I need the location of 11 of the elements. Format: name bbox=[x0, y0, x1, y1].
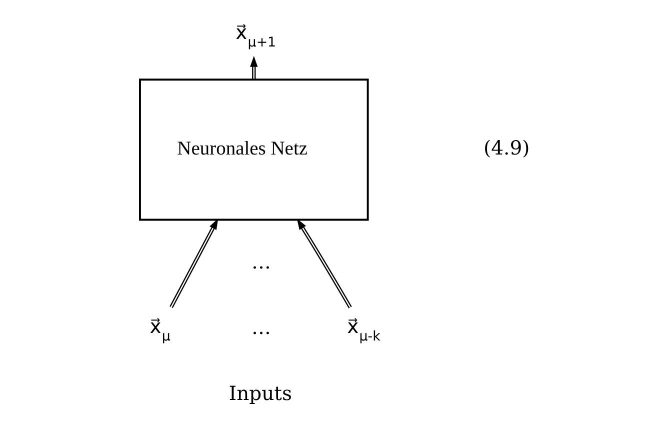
arrow bbox=[170, 218, 218, 308]
node-text: x⃗$_{μ-k}$ bbox=[347, 314, 380, 344]
node-text: x⃗$_{μ+1}$ bbox=[236, 20, 276, 50]
label: … bbox=[251, 250, 271, 273]
label: (4.9) bbox=[484, 136, 530, 159]
label: Inputs bbox=[228, 381, 292, 404]
arrow bbox=[296, 218, 352, 308]
arrow bbox=[250, 55, 258, 79]
node-box: Neuronales Netz bbox=[139, 78, 369, 220]
label: … bbox=[251, 316, 271, 339]
node-text: x⃗$_{μ}$ bbox=[150, 314, 170, 344]
